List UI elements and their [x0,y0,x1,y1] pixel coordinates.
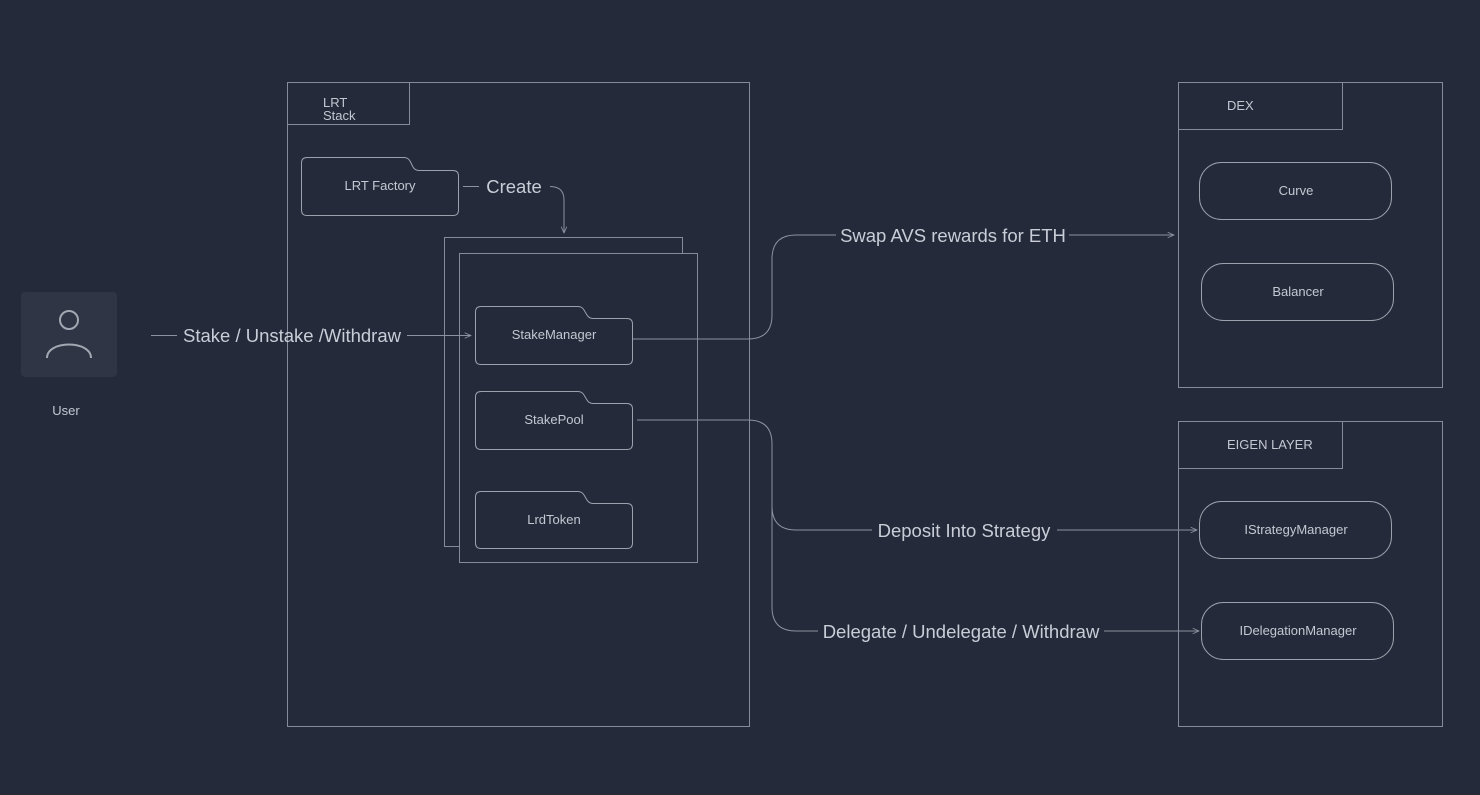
idelegation-manager-box [1201,602,1394,660]
lrd-token-label: LrdToken [527,512,580,527]
create-edge-arrow [549,186,564,234]
create-edge: Create [463,176,564,233]
delegate-edge-line-left [771,500,818,632]
istrategy-manager-node[interactable]: IStrategyManager [1199,501,1392,559]
stake-edge-label: Stake / Unstake /Withdraw [183,325,402,346]
stake-pool-folder [475,391,633,450]
eigen-layer-title: EIGEN LAYER [1227,437,1313,452]
idelegation-manager-label: IDelegationManager [1239,623,1357,638]
lrt-stack-frame [287,82,750,727]
stake-manager-label: StakeManager [512,327,597,342]
user-box [21,292,117,377]
lrt-factory-folder [301,157,459,216]
delegate-edge-label: Delegate / Undelegate / Withdraw [823,621,1100,642]
swap-edge: Swap AVS rewards for ETH [633,225,1174,340]
curve-box [1199,162,1392,220]
swap-edge-line-left [633,234,836,340]
deposit-edge-line-left [637,419,872,531]
curve-node[interactable]: Curve [1199,162,1392,220]
istrategy-manager-box [1199,501,1392,559]
balancer-box [1201,263,1394,321]
dex-frame [1178,82,1443,388]
stake-pool-label: StakePool [524,412,583,427]
lrt-stack-title-line1: LRT [323,95,347,110]
stake-pool-node[interactable]: StakePool [475,391,633,450]
deposit-edge-label: Deposit Into Strategy [878,520,1052,541]
swap-edge-label: Swap AVS rewards for ETH [840,225,1066,246]
dex-title: DEX [1227,98,1254,113]
lrt-stack-group: LRT Stack [287,82,750,727]
lrd-token-node[interactable]: LrdToken [475,491,633,549]
eigen-layer-header [1178,421,1343,469]
lrt-stack-title-line2: Stack [323,108,356,123]
lrt-factory-label: LRT Factory [344,178,416,193]
istrategy-manager-label: IStrategyManager [1244,522,1348,537]
balancer-node[interactable]: Balancer [1201,263,1394,321]
lrt-stack-header [287,82,410,125]
user-node: User [21,292,117,418]
stake-pool-edges: Deposit Into Strategy Delegate / Undeleg… [637,419,1199,642]
balancer-label: Balancer [1272,284,1324,299]
dex-header [1178,82,1343,130]
user-label: User [52,403,80,418]
create-edge-label: Create [486,176,542,197]
stake-edge: Stake / Unstake /Withdraw [151,325,471,346]
stake-manager-node[interactable]: StakeManager [475,306,633,365]
lrd-token-folder [475,491,633,549]
lrt-factory-node[interactable]: LRT Factory [301,157,459,216]
eigen-layer-frame [1178,421,1443,727]
dex-group: DEX Curve Balancer [1178,82,1443,388]
stake-manager-folder [475,306,633,365]
user-icon [46,310,92,359]
curve-label: Curve [1279,183,1314,198]
contract-set-front [459,253,698,563]
idelegation-manager-node[interactable]: IDelegationManager [1201,602,1394,660]
eigen-layer-group: EIGEN LAYER IStrategyManager IDelegation… [1178,421,1443,727]
